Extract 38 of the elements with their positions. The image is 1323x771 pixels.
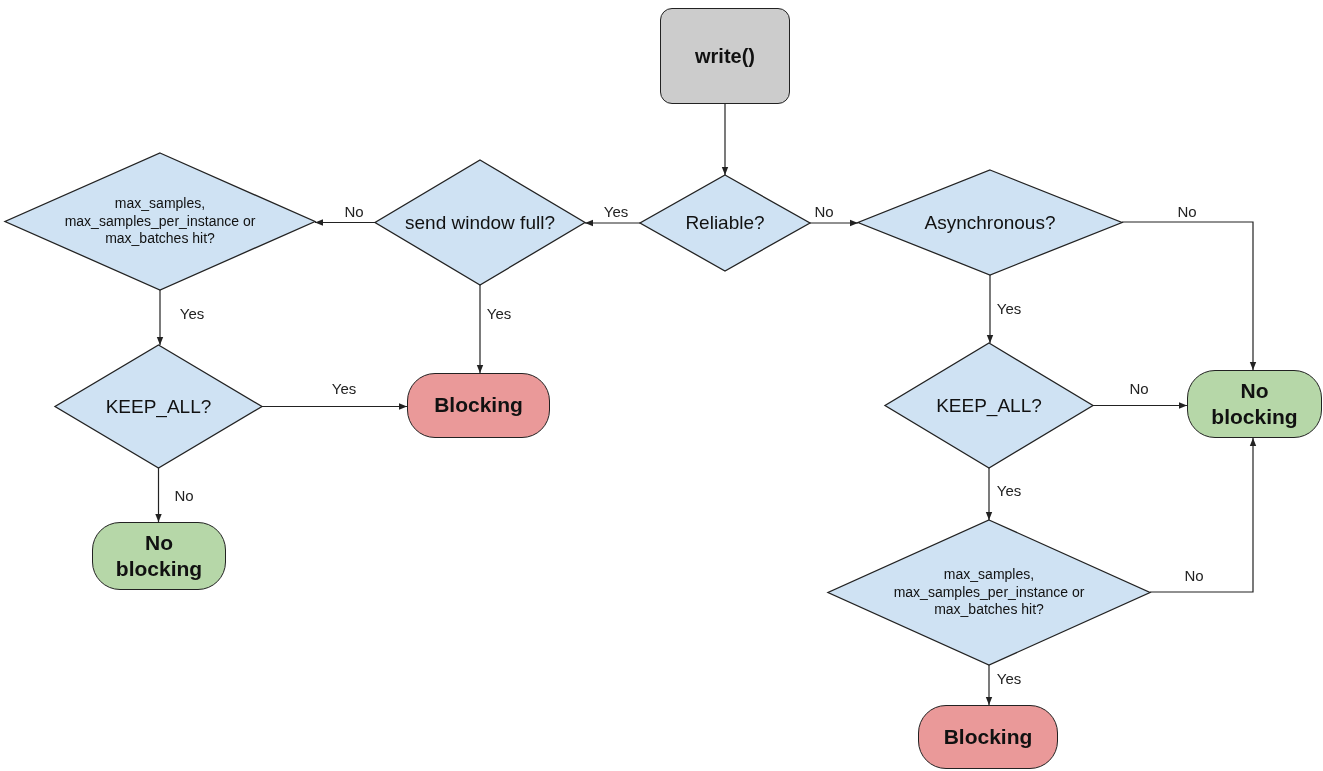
node-label: Blocking bbox=[942, 723, 1034, 750]
arrow bbox=[1121, 221, 1257, 371]
terminal-box bbox=[407, 373, 550, 438]
arrow bbox=[476, 284, 484, 374]
node-label: KEEP_ALL? bbox=[935, 393, 1043, 418]
terminal-box bbox=[1187, 370, 1322, 438]
node-label: No blocking bbox=[1210, 377, 1299, 430]
node-label: send window full? bbox=[404, 210, 556, 235]
node-label: max_samples, max_samples_per_instance or max_batches hit? bbox=[63, 195, 257, 248]
start-box bbox=[660, 8, 790, 104]
node-label: KEEP_ALL? bbox=[104, 394, 213, 419]
terminal-box bbox=[92, 522, 226, 590]
node-label: max_samples, max_samples_per_instance or max_batches hit? bbox=[892, 566, 1086, 619]
node-label: No blocking bbox=[114, 529, 204, 582]
arrow bbox=[1092, 402, 1188, 409]
arrow bbox=[314, 219, 376, 226]
arrow bbox=[156, 289, 164, 346]
decision-diamond bbox=[640, 175, 810, 271]
node-label: Blocking bbox=[433, 392, 524, 419]
decision-diamond bbox=[5, 153, 315, 290]
arrow bbox=[986, 274, 994, 344]
node-label: write() bbox=[694, 43, 756, 69]
arrow bbox=[261, 403, 408, 410]
decision-diamond bbox=[858, 170, 1122, 275]
terminal-box bbox=[918, 705, 1058, 769]
arrow bbox=[985, 664, 993, 706]
node-label: Reliable? bbox=[684, 211, 766, 235]
arrow bbox=[584, 219, 641, 227]
arrow bbox=[985, 467, 993, 521]
arrow bbox=[721, 103, 729, 176]
arrow bbox=[809, 219, 859, 227]
arrow bbox=[155, 467, 162, 523]
decision-diamond bbox=[828, 520, 1150, 665]
decision-diamond bbox=[375, 160, 585, 285]
decision-diamond bbox=[885, 343, 1093, 468]
decision-diamond bbox=[55, 345, 262, 468]
node-label: Asynchronous? bbox=[923, 210, 1057, 235]
arrow bbox=[1149, 437, 1257, 593]
